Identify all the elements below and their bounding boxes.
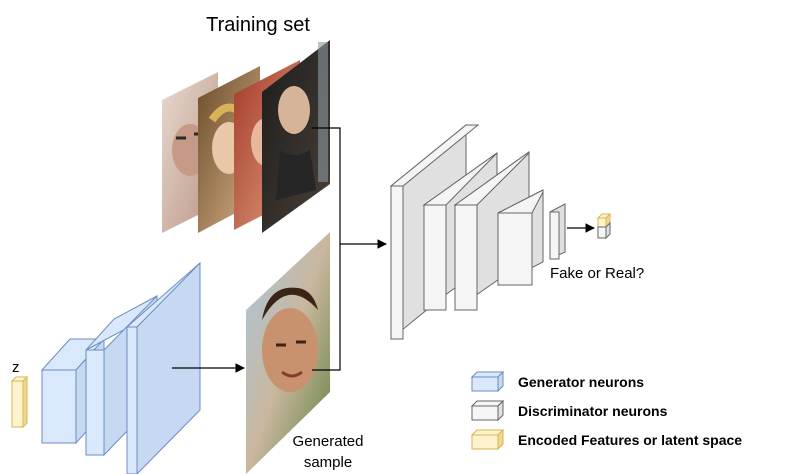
legend-label-generator: Generator neurons bbox=[518, 374, 644, 390]
generated-sample-label-line1: Generated bbox=[293, 433, 364, 450]
discriminator-network bbox=[389, 123, 566, 341]
generated-sample-image bbox=[246, 232, 330, 474]
discriminator-layer-5 bbox=[549, 203, 566, 260]
z-label: z bbox=[12, 359, 20, 376]
legend: Generator neurons Discriminator neurons … bbox=[470, 370, 742, 451]
legend-item-generator: Generator neurons bbox=[470, 370, 644, 393]
discriminator-layer-4 bbox=[497, 189, 544, 286]
legend-item-discriminator: Discriminator neurons bbox=[470, 399, 668, 422]
training-image-4 bbox=[262, 40, 330, 233]
generator-layer-3 bbox=[125, 261, 201, 474]
latent-vector-z bbox=[10, 375, 29, 429]
generator-network bbox=[40, 261, 201, 474]
legend-label-discriminator: Discriminator neurons bbox=[518, 403, 668, 419]
output-cube bbox=[596, 212, 612, 240]
generated-sample-label-line2: sample bbox=[304, 454, 352, 471]
legend-label-latent: Encoded Features or latent space bbox=[518, 432, 742, 448]
training-set-images bbox=[162, 40, 330, 233]
fake-or-real-label: Fake or Real? bbox=[550, 265, 644, 282]
discriminator-input-connector bbox=[312, 127, 387, 371]
legend-item-latent: Encoded Features or latent space bbox=[470, 428, 742, 451]
training-set-title: Training set bbox=[206, 14, 310, 36]
